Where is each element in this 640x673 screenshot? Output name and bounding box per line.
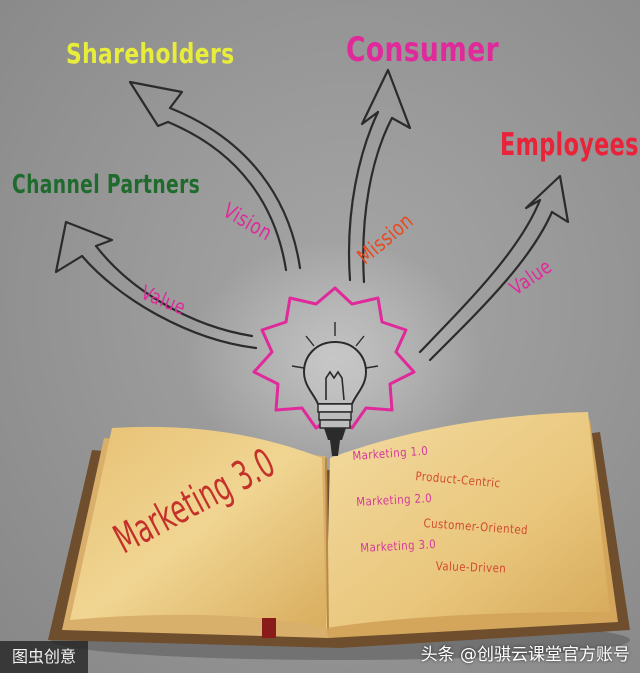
label-channel-partners: Channel Partners <box>12 170 201 200</box>
stage-3-focus: Value-Driven <box>435 559 507 576</box>
lightbulb-icon <box>252 286 416 456</box>
book-left-page <box>70 426 326 628</box>
open-book <box>48 412 630 660</box>
bulb-glow <box>185 240 485 480</box>
watermark-left: 图虫创意 <box>0 641 89 673</box>
arrow-consumer <box>347 68 412 284</box>
label-employees: Employees <box>500 127 639 163</box>
bulb-shadow-stem <box>330 440 340 456</box>
watermark-right: 头条 @创骐云课堂官方账号 <box>420 645 630 665</box>
bookmark <box>262 618 276 638</box>
arrow-employees <box>418 174 570 362</box>
label-consumer: Consumer <box>346 30 500 70</box>
arrow-channel-partners <box>54 220 258 350</box>
stage-3-name: Marketing 3.0 <box>359 537 437 555</box>
arrow-shareholders <box>128 80 302 272</box>
label-shareholders: Shareholders <box>66 37 235 70</box>
book-right-page <box>326 412 610 628</box>
arrows <box>54 68 570 362</box>
stage-2-name: Marketing 2.0 <box>355 491 433 509</box>
